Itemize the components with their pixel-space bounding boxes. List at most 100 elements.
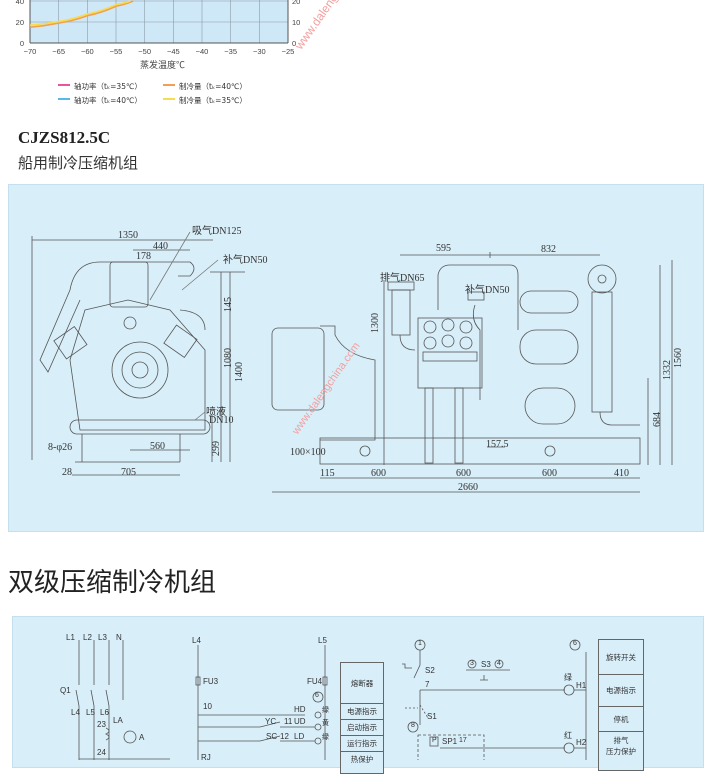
legend-label: 制冷量（tₖ=35℃） — [179, 96, 247, 105]
dim-832: 832 — [541, 244, 556, 255]
legend-swatch — [58, 83, 70, 86]
label-red: 红 — [564, 731, 572, 740]
y-right-tick-label: 0 — [292, 39, 296, 48]
label-L5-ctrl: L5 — [318, 636, 327, 645]
table-cell: 启动指示 — [341, 720, 383, 736]
label-FU4: FU4 — [307, 677, 323, 686]
table-cell: 熔断器 — [341, 663, 383, 704]
dim-100x100: 100×100 — [290, 447, 326, 458]
dim-600-c: 600 — [542, 468, 557, 479]
x-tick-label: −50 — [138, 47, 151, 56]
dim-600-b: 600 — [456, 468, 471, 479]
legend-swatch — [163, 97, 175, 100]
label-spray-dn: DN10 — [209, 415, 234, 426]
series-line — [29, 0, 131, 26]
legend-table-right: 旋转开关 电源指示 停机 排气 压力保护 — [598, 639, 644, 771]
label-FU3: FU3 — [203, 677, 219, 686]
x-axis-label: 蒸发温度℃ — [140, 60, 186, 70]
label-12: 12 — [280, 732, 289, 741]
dim-440: 440 — [153, 241, 168, 252]
legend-swatch — [163, 83, 175, 86]
dim-157-5: 157.5 — [486, 439, 509, 450]
legend-table-left: 熔断器 电源指示 启动指示 运行指示 热保护 — [340, 662, 384, 774]
dim-705: 705 — [121, 467, 136, 478]
legend-label: 轴功率（tₖ=40℃） — [74, 96, 142, 105]
label-L4-ctrl: L4 — [192, 636, 201, 645]
label-green: 绿 — [564, 673, 572, 682]
label-yellow: 黄 — [322, 720, 329, 727]
label-S3: S3 — [481, 660, 491, 669]
label-LA: LA — [113, 716, 123, 725]
table-cell: 停机 — [599, 707, 643, 732]
dim-600-a: 600 — [371, 468, 386, 479]
x-tick-label: −30 — [253, 47, 266, 56]
label-RJ: RJ — [201, 753, 211, 762]
label-N: N — [116, 633, 122, 642]
legend-item: 轴功率（tₖ=40℃） — [58, 88, 142, 107]
series-line — [29, 0, 134, 29]
label-11: 11 — [284, 717, 293, 726]
label-L2: L2 — [83, 633, 92, 642]
section-title: 双级压缩制冷机组 — [8, 568, 217, 598]
label-node-6: 6 — [315, 692, 319, 699]
table-cell: 电源指示 — [599, 675, 643, 707]
front-view-drawing — [31, 231, 245, 476]
dim-115: 115 — [320, 468, 335, 479]
label-L6: L6 — [100, 708, 109, 717]
dim-410: 410 — [614, 468, 629, 479]
label-YC: YC — [265, 717, 277, 726]
x-tick-label: −45 — [167, 47, 180, 56]
label-P: P — [432, 737, 437, 744]
label-node-4: 4 — [497, 660, 501, 667]
plot-area — [30, 0, 288, 43]
legend-item: 制冷量（tₖ=40℃） — [163, 74, 247, 93]
x-tick-label: −65 — [52, 47, 65, 56]
label-UD: UD — [294, 717, 306, 726]
x-tick-label: −40 — [196, 47, 209, 56]
label-L4: L4 — [71, 708, 80, 717]
label-L5: L5 — [86, 708, 95, 717]
dim-2660: 2660 — [458, 482, 478, 493]
label-HD: HD — [294, 705, 306, 714]
table-cell: 运行指示 — [341, 736, 383, 752]
y-left-tick-label: 0 — [20, 39, 24, 48]
label-24: 24 — [97, 748, 106, 757]
label-node-3: 3 — [470, 660, 474, 667]
dim-178: 178 — [136, 251, 151, 262]
table-cell: 排气 压力保护 — [606, 736, 636, 756]
label-SP1: SP1 — [442, 737, 458, 746]
dim-595: 595 — [436, 243, 451, 254]
y-left-tick-label: 20 — [16, 18, 24, 27]
label-H2: H2 — [576, 738, 587, 747]
y-right-tick-label: 10 — [292, 18, 300, 27]
label-L3: L3 — [98, 633, 107, 642]
label-discharge: 排气DN65 — [380, 273, 425, 284]
drawing-panel — [8, 184, 704, 532]
y-left-tick-label: 40 — [16, 0, 24, 6]
label-LD: LD — [294, 732, 305, 741]
label-spray: 喷液 — [206, 407, 226, 418]
x-tick-label: −25 — [282, 47, 295, 56]
label-10: 10 — [203, 702, 212, 711]
dim-holes: 8-φ26 — [48, 442, 73, 453]
product-name: 船用制冷压缩机组 — [18, 154, 139, 172]
label-node-8: 8 — [411, 722, 415, 729]
product-model: CJZS812.5C — [18, 128, 111, 147]
table-cell: 电源指示 — [341, 704, 383, 720]
side-view-drawing — [271, 252, 673, 493]
x-tick-label: −55 — [110, 47, 123, 56]
label-green-2: 绿 — [322, 734, 329, 741]
dim-560: 560 — [150, 441, 165, 452]
table-cell: 旋转开关 — [599, 640, 643, 675]
y-right-tick-label: 20 — [292, 0, 300, 6]
label-H1: H1 — [576, 681, 587, 690]
label-Q1: Q1 — [60, 686, 71, 695]
label-green-1: 绿 — [322, 707, 329, 714]
label-S1: S1 — [427, 712, 437, 721]
label-L1: L1 — [66, 633, 75, 642]
legend-swatch — [58, 97, 70, 100]
label-23: 23 — [97, 720, 106, 729]
label-7: 7 — [425, 680, 430, 689]
